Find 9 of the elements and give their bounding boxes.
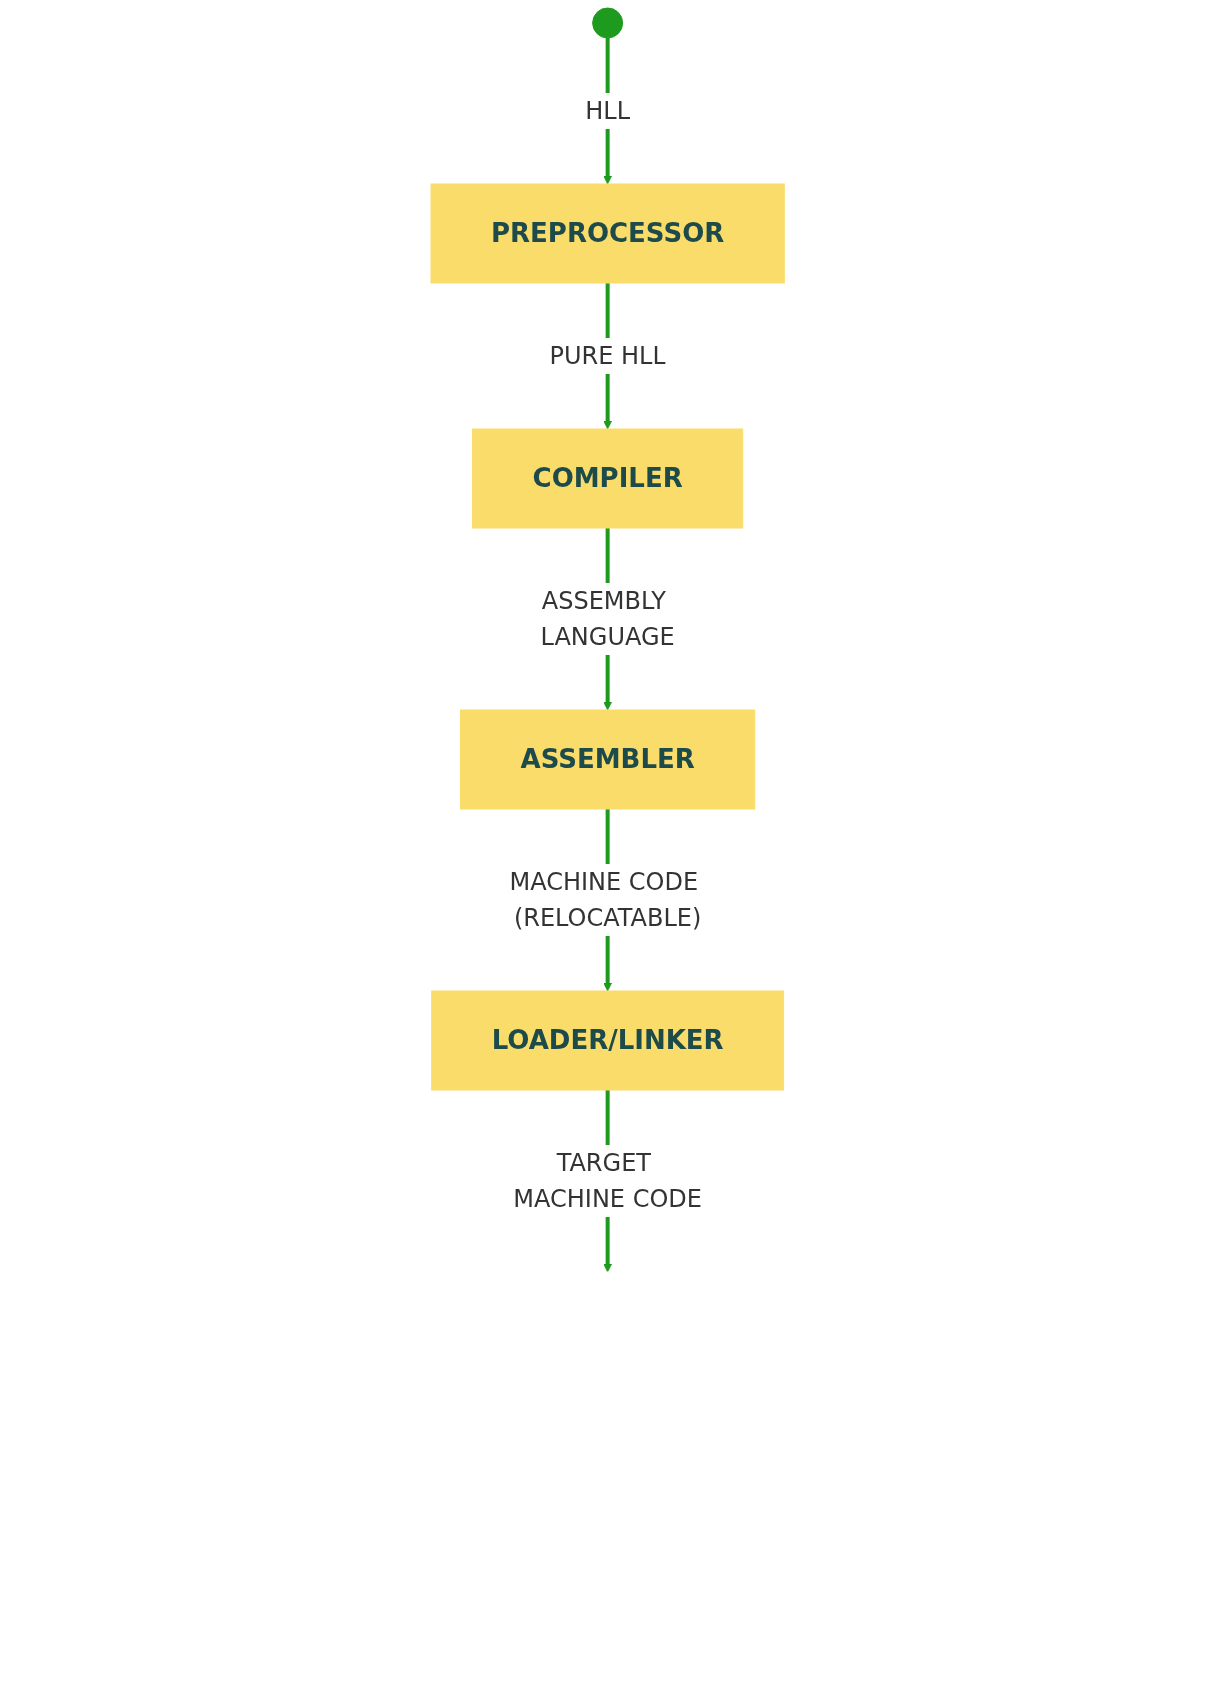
node-box: LOADER/LINKER bbox=[431, 990, 784, 1091]
edge-label: TARGET MACHINE CODE bbox=[513, 1149, 702, 1213]
node-box: COMPILER bbox=[471, 428, 744, 529]
edge-label: MACHINE CODE (RELOCATABLE) bbox=[509, 868, 702, 932]
edge-label: PURE HLL bbox=[549, 342, 666, 370]
node-box: ASSEMBLER bbox=[459, 709, 756, 810]
edge-label: ASSEMBLY LANGUAGE bbox=[540, 587, 675, 651]
node-box: PREPROCESSOR bbox=[430, 183, 785, 284]
edge-label: HLL bbox=[585, 97, 630, 125]
